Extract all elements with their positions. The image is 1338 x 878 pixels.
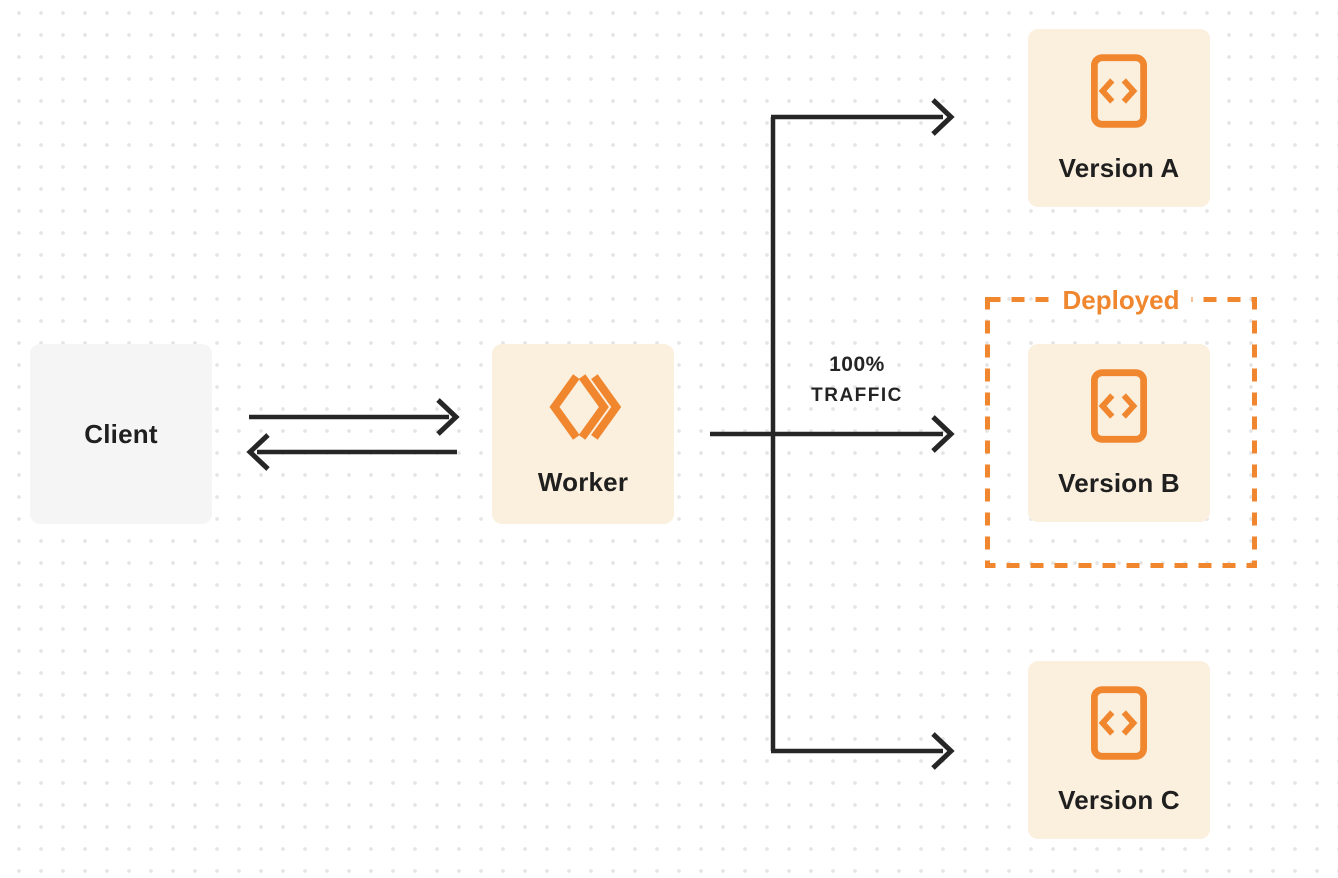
- worker-node: Worker: [492, 344, 674, 524]
- traffic-word-label: TRAFFIC: [811, 385, 903, 406]
- arrow-worker-to-version-b-head: [931, 415, 955, 453]
- version-b-label: Version B: [1058, 467, 1180, 498]
- arrow-client-to-worker-head: [436, 398, 460, 436]
- arrow-worker-to-client-head: [246, 433, 270, 471]
- arrow-branch-to-version-c-head: [931, 732, 955, 770]
- arrow-branch-to-version-a-head: [931, 98, 955, 136]
- worker-label: Worker: [537, 466, 629, 497]
- code-file-icon: [1091, 54, 1147, 128]
- version-c-label: Version C: [1058, 784, 1180, 815]
- code-file-icon: [1091, 369, 1147, 443]
- client-node: Client: [30, 344, 212, 524]
- version-a-node: Version A: [1028, 29, 1210, 207]
- workers-chevrons-icon: [545, 372, 622, 442]
- version-a-label: Version A: [1058, 152, 1180, 183]
- traffic-percent-label: 100%: [829, 353, 885, 376]
- client-label: Client: [84, 418, 158, 449]
- code-file-icon: [1091, 686, 1147, 760]
- deployed-label: Deployed: [1050, 286, 1192, 315]
- version-c-node: Version C: [1028, 661, 1210, 839]
- version-b-node: Version B: [1028, 344, 1210, 522]
- traffic-annotation: 100% TRAFFIC: [811, 350, 903, 412]
